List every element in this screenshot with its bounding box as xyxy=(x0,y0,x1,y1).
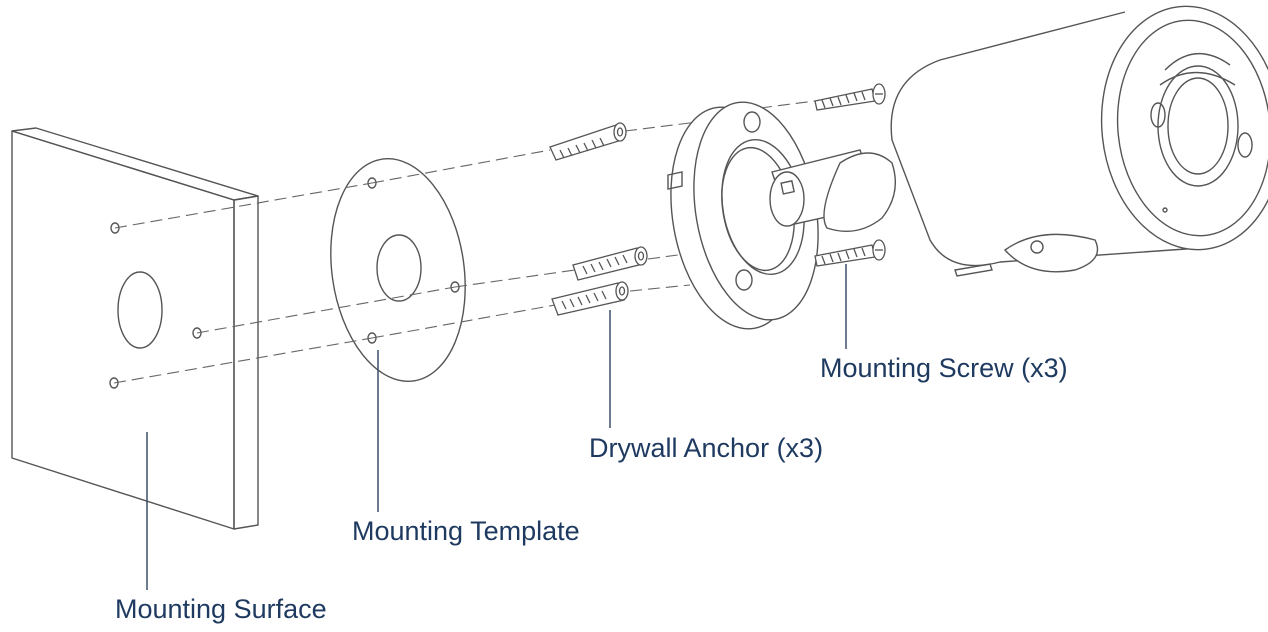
mounting-surface xyxy=(11,127,259,530)
alignment-lines xyxy=(113,100,816,384)
mounting-base xyxy=(667,101,896,330)
drywall-anchor-top xyxy=(549,122,627,161)
mounting-screws xyxy=(814,83,886,267)
label-mounting-surface: Mounting Surface xyxy=(115,594,327,624)
drywall-anchor-middle xyxy=(572,246,648,281)
label-mounting-template: Mounting Template xyxy=(352,516,580,546)
mounting-template xyxy=(330,158,466,382)
drywall-anchors xyxy=(549,122,648,316)
label-mounting-screw: Mounting Screw (x3) xyxy=(820,353,1068,383)
mounting-screw-top xyxy=(814,83,886,111)
drywall-anchor-bottom xyxy=(551,281,629,316)
label-drywall-anchor: Drywall Anchor (x3) xyxy=(589,433,824,463)
mounting-screw-bottom xyxy=(814,239,886,267)
camera xyxy=(890,5,1268,277)
leader-lines xyxy=(146,264,847,590)
